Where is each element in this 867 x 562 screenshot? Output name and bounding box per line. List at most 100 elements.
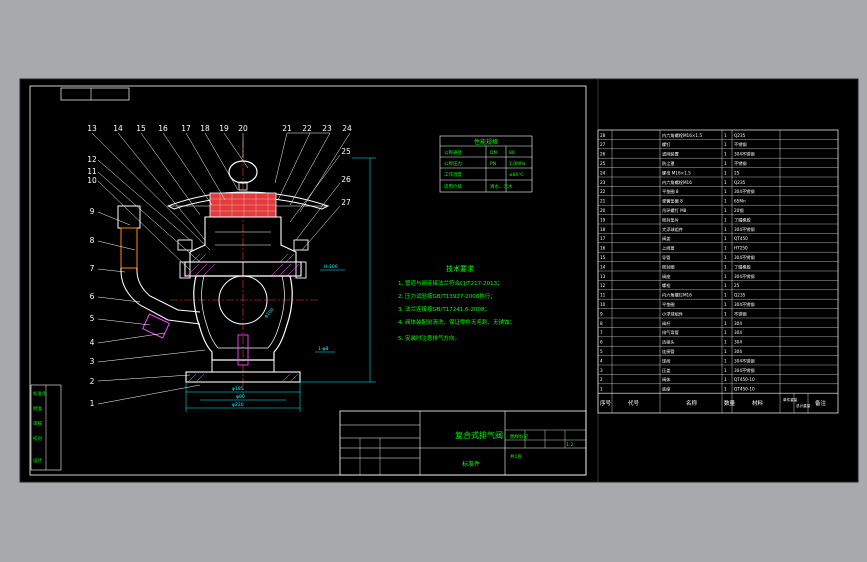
bom-row-25-num: 3 [600,368,603,373]
balloon-numbers-left: 12 11 10 9 8 7 6 5 4 3 2 1 [87,155,97,408]
bom-row-3-num: 25 [600,161,606,166]
bom-row-9-name: 密封垫片 [662,216,679,223]
bom-row-19-num: 9 [600,311,603,316]
perf-cell-0-0: 公称通径 [444,149,462,156]
bom-row-19-name: 小浮球组件 [662,310,683,317]
bom-row-2-qty: 1 [724,152,727,157]
perf-cell-2-2: ≤80℃ [509,172,524,178]
bom-row-26-num: 2 [600,377,603,382]
bom-row-16-name: 螺栓 [662,282,671,289]
bom-row-7-num: 21 [600,199,606,204]
upper-left-tag-box [60,87,130,101]
balloon-27: 27 [341,198,351,207]
bom-row-11-num: 17 [600,236,606,241]
side-label-3: 校对 [33,435,42,442]
svg-text:1-φ8: 1-φ8 [318,346,328,352]
exhaust-pipe [117,205,201,339]
bom-row-17-name: 内六角螺钉M16 [662,292,692,299]
bom-row-11-name: 阀盖 [662,235,670,242]
bom-row-4-mat: 25 [734,170,740,175]
performance-table: 性能规格 公称通径 DN 80 公称压力 PN 1.0MPa 工作温度 ≤80℃… [439,135,533,193]
bom-row-20-mat: 304 [734,321,742,326]
tech-note-1: 1. 管道与阀连接法兰符合CJ/T217-2013； [398,279,503,287]
balloon-25: 25 [341,147,351,156]
bom-row-13-name: 导管 [662,254,670,261]
bom-row-21-num: 7 [600,330,603,335]
bom-row-8-mat: 20钢 [734,207,744,214]
bom-row-12-num: 16 [600,246,606,251]
bom-row-16-num: 12 [600,283,606,288]
technical-notes: 技术要求 1. 管道与阀连接法兰符合CJ/T217-2013； 2. 压力试验按… [398,264,515,342]
bom-header-material: 材料 [752,399,764,407]
bom-row-14-name: 密封圈 [662,263,675,270]
balloon-14: 14 [113,124,123,133]
balloon-12: 12 [87,155,97,164]
title-block-drawing-label: 标准件 [462,460,480,468]
perf-cell-0-2: 80 [509,150,515,156]
bom-row-12-mat: HT250 [734,246,748,251]
bom-row-0-num: 28 [600,133,606,138]
bom-row-27-mat: QT450-10 [734,387,755,392]
bom-row-25-name: 压盖 [662,367,670,374]
balloon-8: 8 [90,236,95,245]
bom-row-6-num: 22 [600,189,606,194]
perf-cell-3-1: 清水、污水 [490,183,513,190]
bom-row-16-mat: 25 [734,283,740,288]
bom-row-0-name: 内六角螺栓M16×1.5 [662,132,702,139]
bom-row-24-name: 球阀 [662,357,670,364]
bom-row-7-name: 弹簧垫圈 8 [662,198,683,205]
svg-text:φ80: φ80 [236,394,245,400]
side-label-1: 批准 [33,405,42,412]
bom-row-4-name: 螺母 M16×1.5 [662,169,691,176]
bom-row-20-num: 8 [600,321,603,326]
bom-row-13-qty: 1 [724,255,727,260]
bom-row-3-mat: 不锈钢 [734,160,747,167]
balloon-2: 2 [90,377,95,386]
bom-row-5-num: 23 [600,180,606,185]
bom-row-15-name: 阀座 [662,273,670,280]
bom-row-4-qty: 1 [724,170,727,175]
left-side-labels: 标准化 批准 审核 校对 设计 [33,390,47,464]
bom-row-25-mat: 304不锈钢 [734,367,755,374]
bom-row-27-qty: 1 [724,387,727,392]
left-side-block [30,384,62,471]
bom-header-name: 名称 [686,399,698,407]
tech-notes-title: 技术要求 [446,264,474,273]
bom-row-27-name: 底座 [662,386,670,393]
bom-row-22-mat: 304 [734,340,742,345]
balloon-18: 18 [200,124,210,133]
tech-note-3: 3. 法兰连接按GB/T17241.6-2008； [398,305,490,313]
bom-row-5-name: 内六角螺栓M16 [662,179,692,186]
bom-row-14-num: 14 [600,264,606,269]
bom-row-23-qty: 1 [724,349,727,354]
balloon-16: 16 [158,124,168,133]
balloon-6: 6 [90,292,95,301]
bom-row-9-qty: 1 [724,217,727,222]
bom-row-18-qty: 1 [724,302,727,307]
balloon-23: 23 [322,124,332,133]
dimension-lines [185,157,376,412]
bom-row-17-num: 11 [600,293,606,298]
svg-text:H-100: H-100 [324,264,338,270]
balloon-11: 11 [87,167,97,176]
bom-row-21-mat: 304 [734,330,742,335]
bom-row-5-qty: 1 [724,180,727,185]
bom-row-6-name: 平垫圈 8 [662,188,679,195]
bom-row-1-mat: 不锈钢 [734,141,747,148]
title-block-scale: 1:2 [566,442,573,448]
bom-row-24-mat: 304不锈钢 [734,357,755,364]
bom-row-3-name: 防尘罩 [662,160,675,167]
side-label-0: 标准化 [33,390,47,397]
perf-cell-0-1: DN [490,150,497,156]
balloon-9: 9 [90,207,95,216]
bom-row-6-qty: 1 [724,189,727,194]
bom-row-8-name: 吊环螺钉 M8 [662,207,687,214]
bom-row-2-mat: 304不锈钢 [734,151,755,158]
bom-row-21-qty: 1 [724,330,727,335]
bom-row-24-num: 4 [600,358,603,363]
leader-lines [91,132,351,405]
bom-row-13-mat: 304不锈钢 [734,254,755,261]
svg-text:φ220: φ220 [232,402,244,408]
